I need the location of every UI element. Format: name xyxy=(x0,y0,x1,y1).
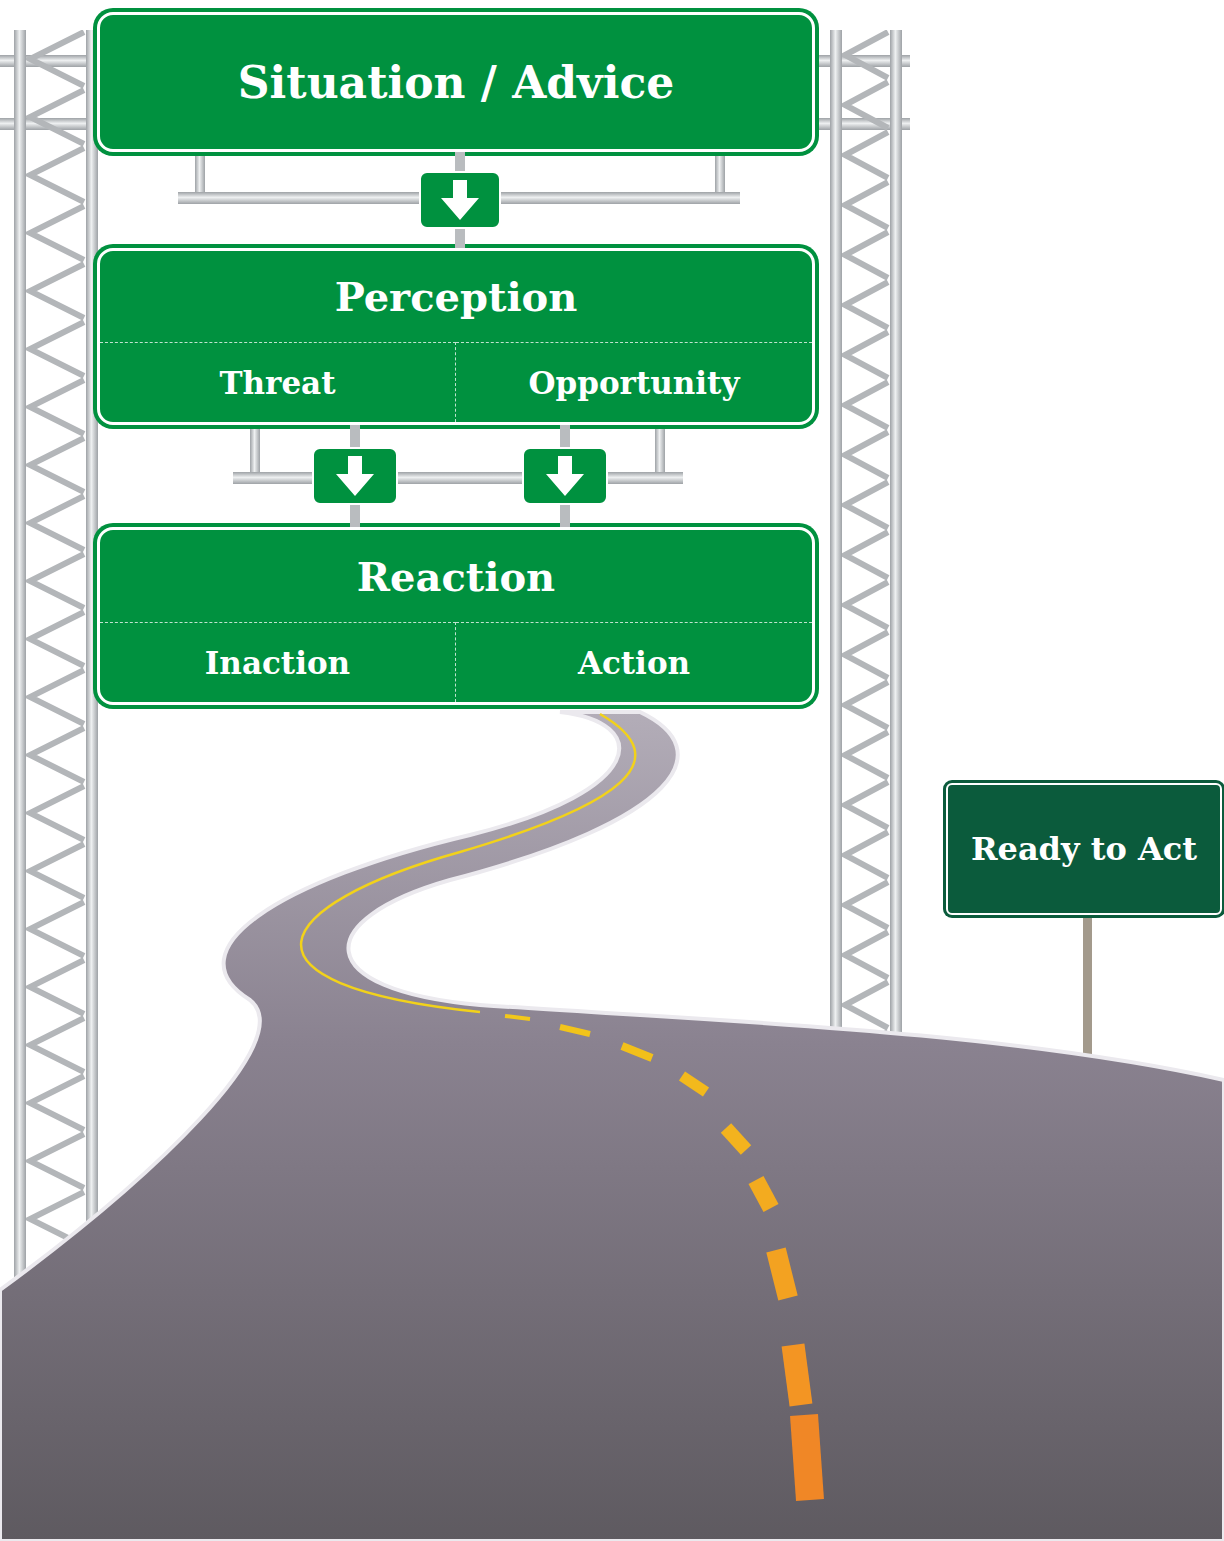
sign-label: Situation / Advice xyxy=(238,57,674,108)
sign-label: Action xyxy=(578,645,690,681)
sign-box: PerceptionThreat Opportunity xyxy=(97,248,815,425)
text-holder: Threat xyxy=(100,343,455,422)
sign-cell: Threat xyxy=(100,342,456,422)
text-holder: Ready to Act xyxy=(948,785,1220,913)
sign-cell: Inaction xyxy=(100,622,456,702)
sign-cell: Action xyxy=(456,622,812,702)
text-holder: Situation / Advice xyxy=(100,15,812,149)
sign-label: Threat xyxy=(219,365,335,401)
sign-heading: Reaction xyxy=(357,553,555,600)
sign-label: Ready to Act xyxy=(971,830,1197,868)
sign-label: Opportunity xyxy=(529,365,740,401)
text-holder: Opportunity xyxy=(456,343,812,422)
text-holder: Perception xyxy=(100,251,812,342)
text-holder: Action xyxy=(456,623,812,702)
arrow-connector xyxy=(523,425,607,527)
arrow-connector xyxy=(313,425,397,527)
sign-box: Situation / Advice xyxy=(97,12,815,152)
sign-box: ReactionInaction Action xyxy=(97,527,815,705)
text-holder: Reaction xyxy=(100,530,812,622)
sign-cell: Opportunity xyxy=(456,342,812,422)
sign-label: Inaction xyxy=(205,645,350,681)
roadside-sign: Ready to Act xyxy=(946,783,1222,915)
sign-heading: Perception xyxy=(335,273,578,320)
text-holder: Inaction xyxy=(100,623,455,702)
arrow-connector xyxy=(420,152,500,248)
